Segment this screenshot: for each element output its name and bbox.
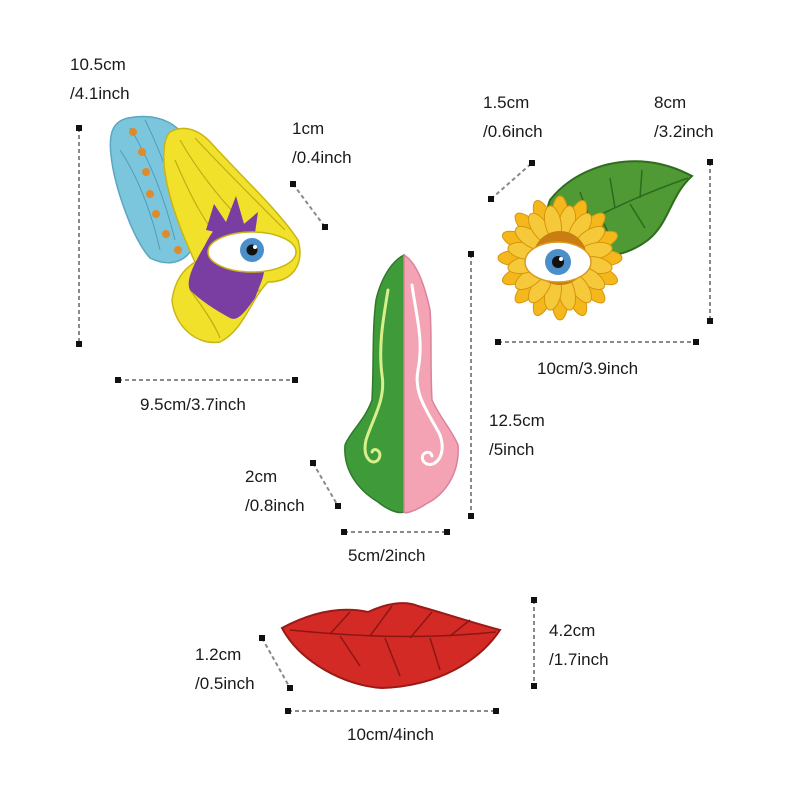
butterfly-thickness-label: 1cm /0.4inch <box>292 114 352 172</box>
nose-width-label: 5cm/2inch <box>348 546 426 565</box>
nose-height-label: 12.5cm /5inch <box>489 406 545 464</box>
butterfly-width-label: 9.5cm/3.7inch <box>140 395 246 414</box>
butterfly-thickness-cm: 1cm <box>292 119 325 138</box>
butterfly-height-cm: 10.5cm <box>70 55 126 74</box>
sunflower-thickness-label: 1.5cm /0.6inch <box>483 88 543 146</box>
butterfly-height-inch: /4.1inch <box>70 84 130 103</box>
butterfly-thickness-inch: /0.4inch <box>292 148 352 167</box>
sunflower-thickness-inch: /0.6inch <box>483 122 543 141</box>
lips-thickness-inch: /0.5inch <box>195 674 255 693</box>
dimension-lines <box>76 125 713 714</box>
lips-shape <box>280 602 502 690</box>
lips-figure <box>280 602 502 690</box>
sunflower-eye-figure <box>497 160 694 321</box>
butterfly-eye-figure <box>109 115 301 344</box>
nose-thickness-label: 2cm /0.8inch <box>245 462 305 520</box>
lips-height-inch: /1.7inch <box>549 650 609 669</box>
sunflower-height-inch: /3.2inch <box>654 122 714 141</box>
lips-width-label: 10cm/4inch <box>347 725 434 744</box>
butterfly-purple-crown <box>206 196 258 240</box>
nose-green-half <box>344 253 405 514</box>
lips-veins <box>289 605 497 677</box>
sunflower-thickness-cm: 1.5cm <box>483 93 530 112</box>
sunflower-width-label: 10cm/3.9inch <box>537 359 639 378</box>
nose-pink-swirl <box>410 283 444 466</box>
sunflower-height-label: 8cm /3.2inch <box>654 88 714 146</box>
nose-thickness-inch: /0.8inch <box>245 496 305 515</box>
nose-figure <box>344 253 459 514</box>
lips-thickness-label: 1.2cm /0.5inch <box>195 640 255 698</box>
lips-height-label: 4.2cm /1.7inch <box>549 616 609 674</box>
sunflower-height-cm: 8cm <box>654 93 687 112</box>
nose-green-swirl <box>363 288 390 464</box>
butterfly-height-label: 10.5cm /4.1inch <box>70 50 130 108</box>
nose-thickness-cm: 2cm <box>245 467 278 486</box>
nose-height-inch: /5inch <box>489 440 535 459</box>
butterfly-orange-dots <box>129 128 182 254</box>
lips-thickness-cm: 1.2cm <box>195 645 242 664</box>
lips-height-cm: 4.2cm <box>549 621 596 640</box>
nose-height-cm: 12.5cm <box>489 411 545 430</box>
